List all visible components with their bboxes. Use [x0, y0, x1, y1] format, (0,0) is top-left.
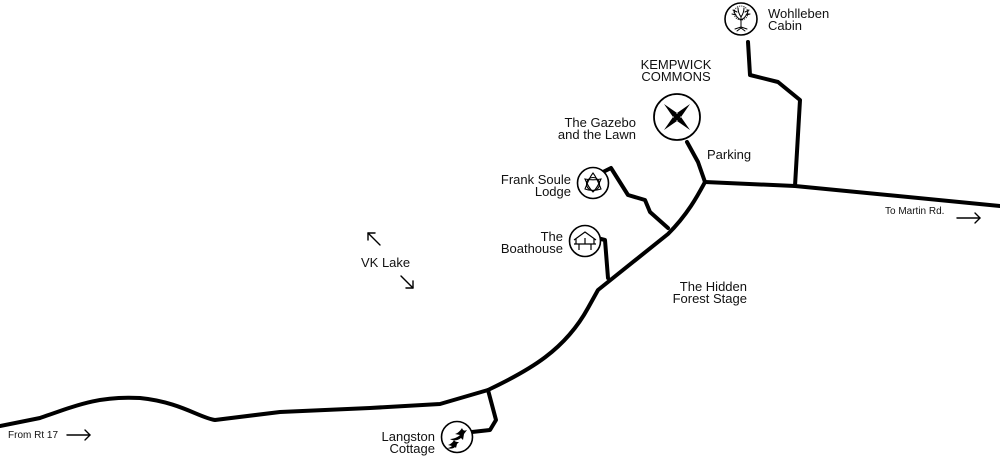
tree-icon — [724, 2, 758, 36]
vk-lake-arrow-down-icon — [400, 275, 414, 289]
parking-label: Parking — [707, 147, 752, 162]
frank-soule-spur — [601, 166, 670, 230]
kempwick-spur — [685, 140, 707, 184]
vk-lake-label: VK Lake — [361, 255, 411, 270]
langston-cottage-label: Langston Cottage — [381, 429, 436, 456]
wohlleben-spur — [746, 40, 802, 188]
main-road — [0, 180, 707, 428]
rt17-arrow-icon — [66, 429, 91, 441]
vk-lake-arrow-up-icon — [367, 232, 381, 246]
kempwick-commons-label: KEMPWICK COMMONS — [640, 57, 712, 84]
boathouse-label: The Boathouse — [500, 229, 563, 256]
compass-star-icon — [653, 93, 701, 141]
boathouse-icon — [568, 224, 602, 258]
frank-soule-lodge-label: Frank Soule Lodge — [500, 172, 571, 199]
martin-road — [703, 180, 1000, 208]
langston-spur — [470, 388, 498, 434]
from-rt17-label: From Rt 17 — [8, 430, 59, 441]
celtic-knot-icon — [576, 166, 610, 200]
gazebo-lawn-label: The Gazebo and the Lawn — [557, 115, 636, 142]
hidden-forest-stage-label: The Hidden Forest Stage — [672, 279, 747, 306]
martin-road-arrow-icon — [956, 212, 981, 224]
to-martin-road-label: To Martin Rd. — [885, 206, 945, 217]
swallows-icon — [440, 420, 474, 454]
wohlleben-cabin-label: Wohlleben Cabin — [768, 6, 830, 33]
